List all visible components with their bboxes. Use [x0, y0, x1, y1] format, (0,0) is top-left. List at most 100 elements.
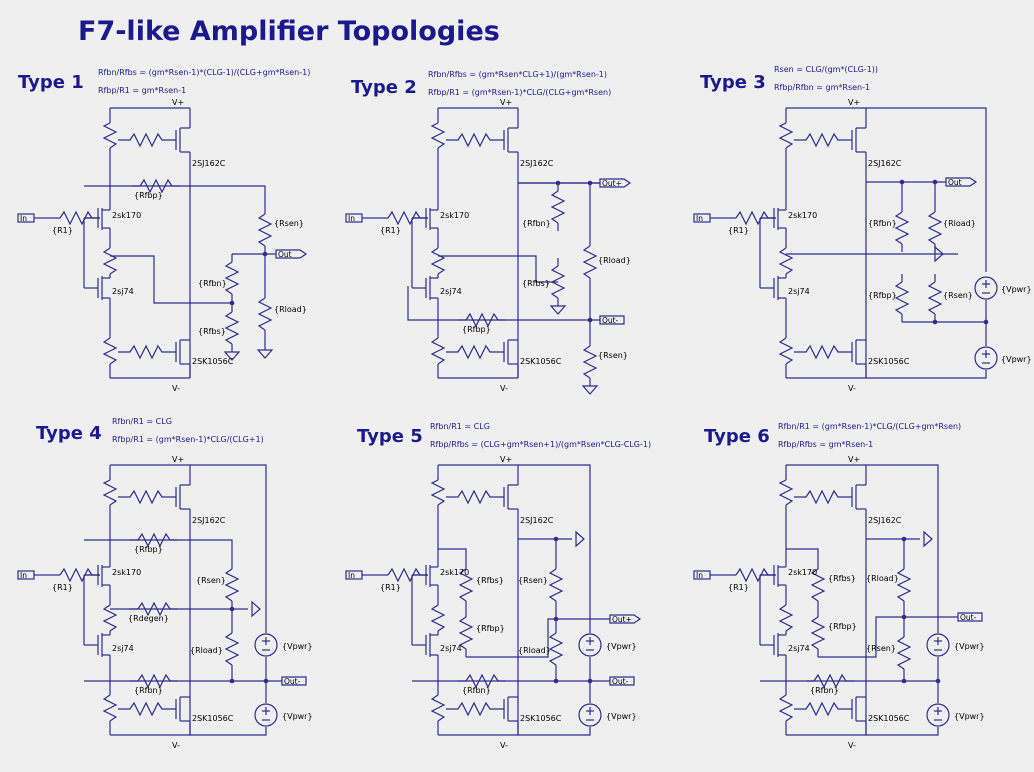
power-source — [974, 346, 998, 370]
vpwr-label: {Vpwr} — [1001, 355, 1032, 364]
rfbs-label: {Rfbs} — [476, 576, 504, 585]
in-pin: In — [20, 571, 27, 580]
rfbn-label: {Rfbn} — [868, 219, 897, 228]
equation: Rfbp/Rfbn = gm*Rsen-1 — [774, 83, 870, 92]
r1-label: {R1} — [380, 583, 401, 592]
vplus-label: V+ — [500, 98, 512, 107]
vpwr-label: {Vpwr} — [1001, 285, 1032, 294]
rfbp-label: {Rfbp} — [476, 624, 505, 633]
junction-dot — [229, 606, 235, 612]
resistor-rfbn — [225, 253, 239, 303]
vplus-label: V+ — [172, 98, 184, 107]
q3-label: 2sj74 — [112, 287, 134, 296]
top-stage — [773, 107, 867, 275]
junction-dot — [935, 678, 941, 684]
in-pin: In — [696, 571, 703, 580]
panel-title: Type 6 — [704, 426, 770, 447]
q2-label: 2sk170 — [788, 211, 817, 220]
junction-dot — [932, 319, 938, 325]
resistor-rsen — [225, 560, 239, 610]
rdegen-label: {Rdegen} — [128, 614, 169, 623]
ground-symbol — [257, 349, 273, 359]
panel-title: Type 2 — [351, 77, 417, 98]
rfbs-label: {Rfbs} — [828, 574, 856, 583]
q4-label: 2SK1056C — [520, 357, 562, 366]
in-pin: In — [696, 214, 703, 223]
amplifier-1 — [40, 107, 191, 379]
junction-dot — [587, 678, 593, 684]
rload-label: {Rload} — [518, 646, 551, 655]
junction-dot — [555, 180, 561, 186]
vpwr-label: {Vpwr} — [282, 712, 313, 721]
r1-label: {R1} — [52, 583, 73, 592]
rsen-label: {Rsen} — [518, 576, 548, 585]
vplus-label: V+ — [848, 98, 860, 107]
q3-label: 2sj74 — [112, 644, 134, 653]
panel-title: Type 3 — [700, 72, 766, 93]
vminus-label: V- — [848, 741, 856, 750]
power-source — [578, 703, 602, 727]
junction-dot — [229, 678, 235, 684]
resistor-rfbn — [895, 203, 909, 253]
q2-label: 2sk170 — [440, 211, 469, 220]
q1-label: 2SJ162C — [192, 516, 226, 525]
r1-label: {R1} — [728, 583, 749, 592]
q1-label: 2SJ162C — [192, 159, 226, 168]
resistor-rfbs — [225, 303, 239, 353]
resistor-rfbp — [459, 608, 473, 658]
rfbn-label: {Rfbn} — [462, 686, 491, 695]
vminus-label: V- — [172, 741, 180, 750]
equation: Rsen = CLG/(gm*(CLG-1)) — [774, 65, 878, 74]
vpwr-label: {Vpwr} — [606, 712, 637, 721]
equation: Rfbn/Rfbs = (gm*Rsen*CLG+1)/(gm*Rsen-1) — [428, 70, 607, 79]
q3-label: 2sj74 — [440, 644, 462, 653]
junction-dot — [901, 678, 907, 684]
resistor-rload — [225, 624, 239, 674]
vplus-label: V+ — [172, 455, 184, 464]
rsen-label: {Rsen} — [598, 351, 628, 360]
resistor-rfbn — [551, 182, 565, 232]
junction-dot — [899, 179, 905, 185]
resistor-rsen — [897, 628, 911, 678]
junction-dot — [901, 536, 907, 542]
q2-label: 2sk170 — [788, 568, 817, 577]
q4-label: 2SK1056C — [192, 357, 234, 366]
in-pin: In — [348, 571, 355, 580]
r1-label: {R1} — [52, 226, 73, 235]
out-minus-pin: Out- — [960, 613, 977, 622]
top-stage — [425, 107, 519, 275]
vminus-label: V- — [848, 384, 856, 393]
rfbn-label: {Rfbn} — [810, 686, 839, 695]
rsen-label: {Rsen} — [196, 576, 226, 585]
junction-dot — [229, 300, 235, 306]
junction-dot — [587, 317, 593, 323]
rsen-label: {Rsen} — [274, 219, 304, 228]
rfbn-label: {Rfbn} — [198, 279, 227, 288]
ground-symbol — [923, 531, 933, 547]
vminus-label: V- — [172, 384, 180, 393]
junction-dot — [553, 678, 559, 684]
rfbp-label: {Rfbp} — [462, 325, 491, 334]
rfbp-label: {Rfbp} — [134, 191, 163, 200]
vpwr-label: {Vpwr} — [954, 642, 985, 651]
junction-dot — [983, 319, 989, 325]
rload-label: {Rload} — [943, 219, 976, 228]
amplifier-5 — [368, 464, 519, 736]
q2-label: 2sk170 — [112, 211, 141, 220]
out-plus-pin: Out+ — [602, 179, 622, 188]
equation: Rfbn/R1 = CLG — [112, 417, 172, 426]
q2-label: 2sk170 — [440, 568, 469, 577]
q4-label: 2SK1056C — [868, 357, 910, 366]
resistor-rload — [549, 624, 563, 674]
out-minus-pin: Out- — [612, 677, 629, 686]
r1-label: {R1} — [728, 226, 749, 235]
power-source — [926, 703, 950, 727]
resistor-rsen — [583, 337, 597, 387]
junction-dot — [262, 251, 268, 257]
ground-symbol — [575, 531, 585, 547]
panel-title: Type 1 — [18, 72, 84, 93]
equation: Rfbn/R1 = CLG — [430, 422, 490, 431]
equation: Rfbp/R1 = (gm*Rsen-1)*CLG/(CLG+gm*Rsen) — [428, 88, 611, 97]
